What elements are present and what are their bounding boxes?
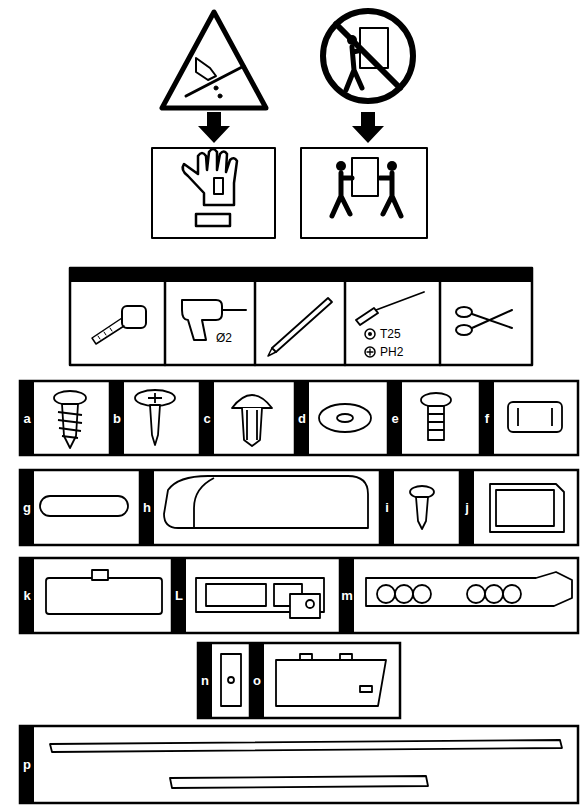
part-letter: h: [143, 501, 151, 514]
part-letter: a: [23, 412, 30, 425]
part-letter: j: [465, 501, 469, 514]
part-letter: e: [391, 412, 398, 425]
part-letter: p: [23, 758, 31, 771]
drill-size: Ø2: [216, 332, 232, 344]
part-letter: L: [175, 589, 183, 602]
part-letter: m: [341, 589, 353, 602]
part-letter: d: [298, 412, 306, 425]
part-letter: i: [385, 501, 389, 514]
part-letter: f: [485, 412, 489, 425]
part-letter: g: [23, 501, 31, 514]
part-letter: n: [201, 674, 209, 687]
part-letter: c: [203, 412, 210, 425]
bit-size: PH2: [380, 346, 403, 358]
part-letter: k: [23, 589, 30, 602]
part-letter: b: [113, 412, 121, 425]
bit-size: T25: [380, 328, 401, 340]
part-letter: o: [253, 674, 261, 687]
